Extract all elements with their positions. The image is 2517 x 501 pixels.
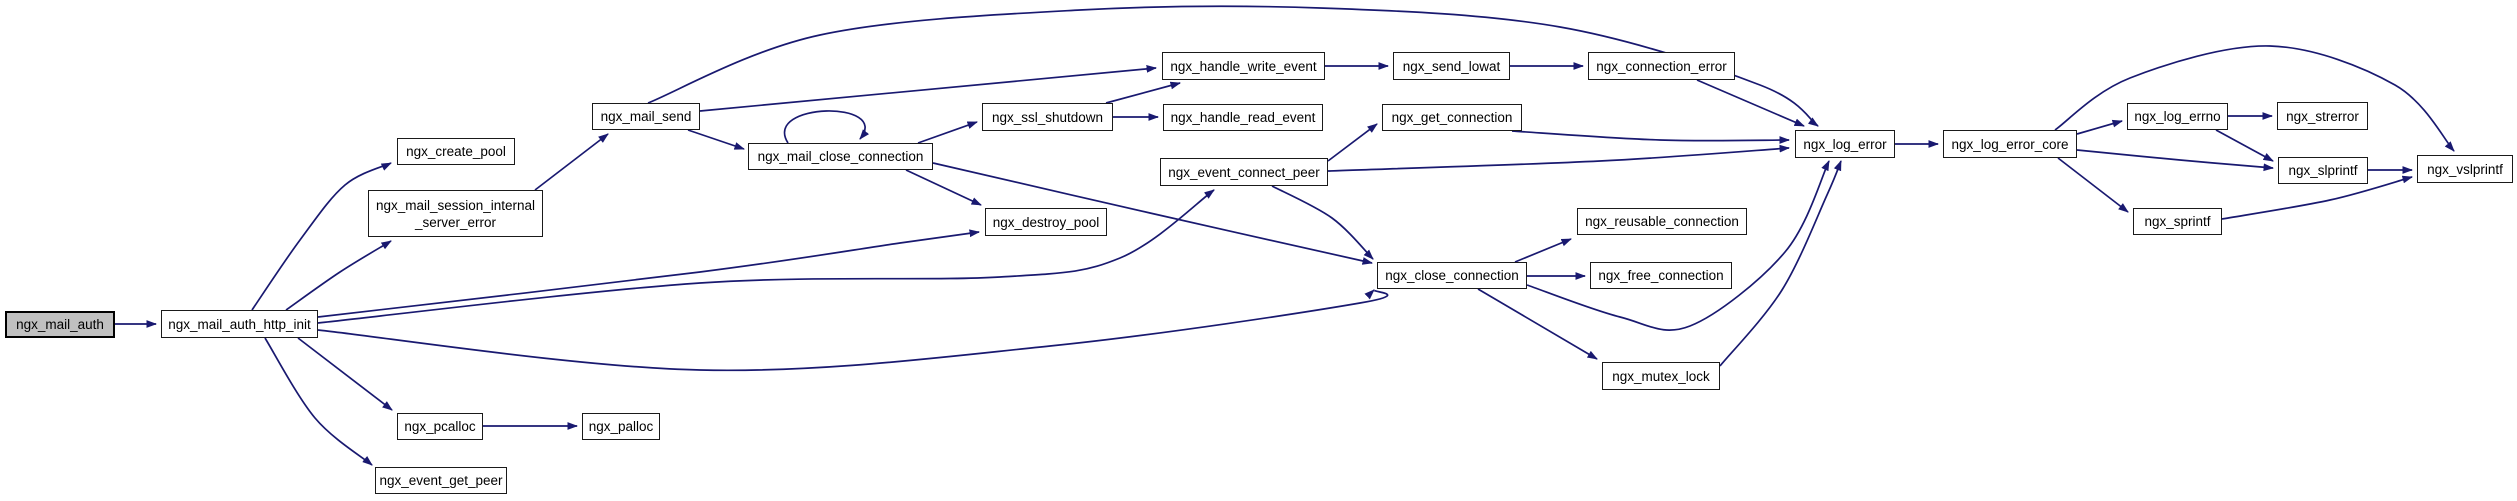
node-ngx_get_connection[interactable]: ngx_get_connection bbox=[1382, 104, 1522, 131]
node-ngx_slprintf[interactable]: ngx_slprintf bbox=[2278, 157, 2368, 184]
edge-ngx_mail_send-to-ngx_handle_write_event bbox=[699, 65, 1157, 112]
node-ngx_handle_read_event[interactable]: ngx_handle_read_event bbox=[1163, 104, 1323, 131]
node-ngx_connection_error[interactable]: ngx_connection_error bbox=[1588, 52, 1735, 80]
node-ngx_handle_write_event[interactable]: ngx_handle_write_event bbox=[1162, 52, 1325, 80]
edge-ngx_sprintf-to-ngx_vslprintf bbox=[2221, 175, 2413, 220]
edge-ngx_log_error_core-to-ngx_sprintf bbox=[2057, 157, 2129, 213]
edge-ngx_connection_error-to-ngx_log_error bbox=[1696, 79, 1805, 127]
node-ngx_log_error_core[interactable]: ngx_log_error_core bbox=[1943, 130, 2077, 158]
node-ngx_mutex_lock[interactable]: ngx_mutex_lock bbox=[1602, 362, 1720, 390]
node-ngx_vslprintf[interactable]: ngx_vslprintf bbox=[2417, 155, 2513, 183]
edge-ngx_mail_close_connection-to-ngx_ssl_shutdown bbox=[917, 121, 978, 144]
edge-ngx_mail_close_connection-to-ngx_mail_close_connection bbox=[784, 110, 870, 144]
node-ngx_mail_close_connection[interactable]: ngx_mail_close_connection bbox=[748, 143, 933, 170]
node-ngx_reusable_connection[interactable]: ngx_reusable_connection bbox=[1577, 208, 1747, 235]
edge-ngx_mail_send-to-ngx_mail_close_connection bbox=[687, 129, 745, 150]
node-ngx_pcalloc[interactable]: ngx_pcalloc bbox=[397, 413, 483, 440]
node-ngx_ssl_shutdown[interactable]: ngx_ssl_shutdown bbox=[982, 103, 1113, 131]
node-ngx_send_lowat[interactable]: ngx_send_lowat bbox=[1393, 52, 1510, 80]
edge-ngx_log_error_core-to-ngx_vslprintf bbox=[2054, 45, 2455, 152]
node-ngx_palloc[interactable]: ngx_palloc bbox=[582, 413, 660, 440]
edge-ngx_mail_close_connection-to-ngx_close_connection bbox=[932, 162, 1373, 265]
node-ngx_event_get_peer[interactable]: ngx_event_get_peer bbox=[375, 467, 507, 494]
node-ngx_mail_auth_http_init[interactable]: ngx_mail_auth_http_init bbox=[161, 310, 318, 338]
node-ngx_close_connection[interactable]: ngx_close_connection bbox=[1377, 262, 1527, 289]
node-ngx_destroy_pool[interactable]: ngx_destroy_pool bbox=[985, 208, 1107, 236]
node-ngx_mail_send[interactable]: ngx_mail_send bbox=[592, 103, 700, 130]
edge-ngx_mail_auth_http_init-to-ngx_mail_session_internal_server_error bbox=[285, 240, 392, 311]
node-ngx_log_errno[interactable]: ngx_log_errno bbox=[2127, 103, 2228, 130]
edge-ngx_mail_auth_http_init-to-ngx_event_get_peer bbox=[264, 337, 373, 466]
node-ngx_log_error[interactable]: ngx_log_error bbox=[1795, 130, 1895, 158]
edge-ngx_close_connection-to-ngx_reusable_connection bbox=[1514, 238, 1572, 263]
node-ngx_create_pool[interactable]: ngx_create_pool bbox=[397, 138, 515, 165]
edge-ngx_log_error_core-to-ngx_log_errno bbox=[2076, 119, 2123, 135]
edge-ngx_mail_auth_http_init-to-ngx_destroy_pool bbox=[317, 229, 980, 318]
edge-ngx_mail_auth_http_init-to-ngx_pcalloc bbox=[297, 337, 393, 411]
edge-ngx_mail_auth_http_init-to-ngx_close_connection bbox=[317, 289, 1389, 372]
edge-ngx_mail_auth_http_init-to-ngx_create_pool bbox=[251, 162, 392, 311]
edge-ngx_event_connect_peer-to-ngx_log_error bbox=[1327, 144, 1790, 172]
node-ngx_mail_session_internal_server_error[interactable]: ngx_mail_session_internal _server_error bbox=[368, 190, 543, 237]
edge-ngx_log_error_core-to-ngx_slprintf bbox=[2076, 149, 2274, 172]
edge-ngx_ssl_shutdown-to-ngx_handle_write_event bbox=[1105, 81, 1181, 104]
node-ngx_free_connection[interactable]: ngx_free_connection bbox=[1590, 262, 1732, 289]
node-ngx_event_connect_peer[interactable]: ngx_event_connect_peer bbox=[1160, 158, 1328, 186]
edge-ngx_event_connect_peer-to-ngx_close_connection bbox=[1271, 185, 1374, 260]
edge-ngx_mutex_lock-to-ngx_log_error bbox=[1719, 160, 1842, 367]
edge-ngx_event_connect_peer-to-ngx_get_connection bbox=[1327, 123, 1378, 162]
edge-ngx_mail_auth_http_init-to-ngx_event_connect_peer bbox=[317, 189, 1215, 324]
edge-ngx_mail_session_internal_server_error-to-ngx_mail_send bbox=[534, 133, 609, 191]
node-ngx_mail_auth[interactable]: ngx_mail_auth bbox=[5, 311, 115, 338]
node-ngx_sprintf[interactable]: ngx_sprintf bbox=[2133, 208, 2222, 235]
node-ngx_strerror[interactable]: ngx_strerror bbox=[2277, 102, 2368, 130]
edge-ngx_get_connection-to-ngx_log_error bbox=[1511, 130, 1790, 144]
edge-ngx_close_connection-to-ngx_mutex_lock bbox=[1477, 288, 1598, 360]
edge-ngx_mail_close_connection-to-ngx_destroy_pool bbox=[905, 169, 982, 206]
edge-ngx_close_connection-to-ngx_log_error bbox=[1526, 160, 1830, 331]
edge-ngx_log_errno-to-ngx_slprintf bbox=[2215, 129, 2274, 162]
